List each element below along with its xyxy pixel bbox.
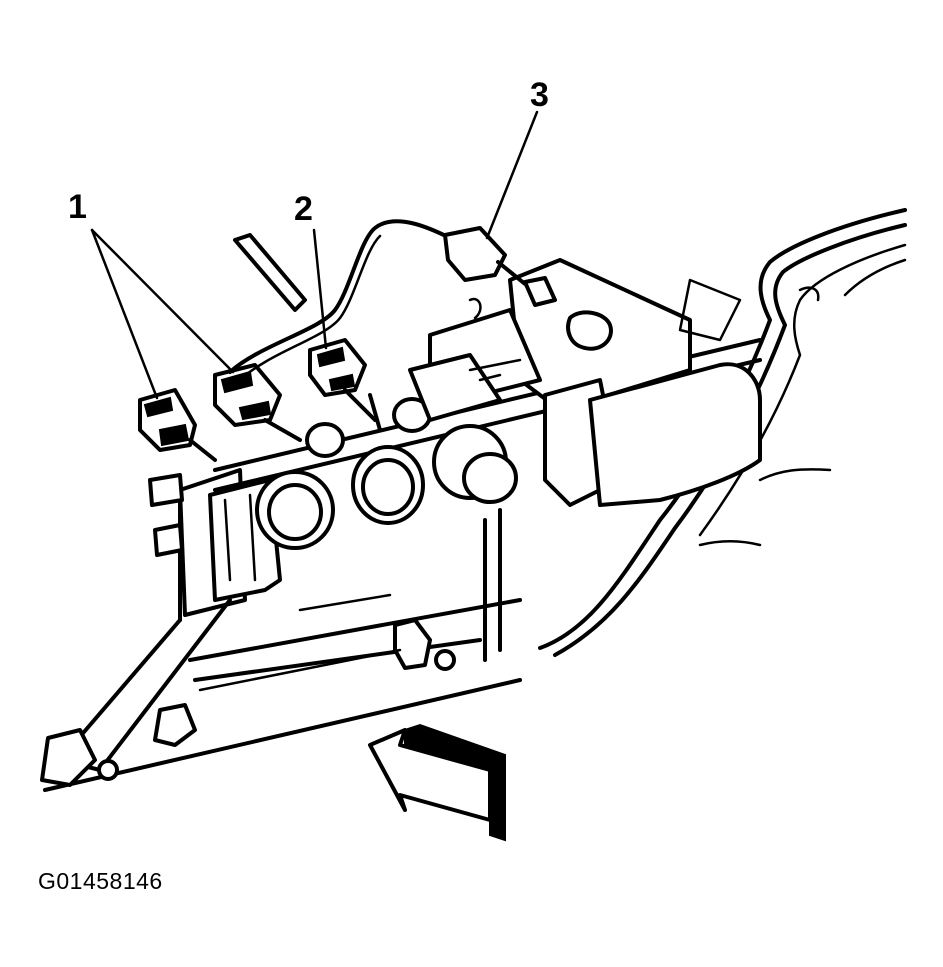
view-direction-arrow-icon: [368, 723, 506, 842]
control-knobs: [255, 397, 518, 550]
electrical-connectors: [138, 233, 382, 462]
instrument-panel-carrier: [40, 338, 762, 792]
callout-3: 3: [530, 76, 549, 114]
callout-2: 2: [294, 190, 313, 228]
cable-harness: [228, 219, 613, 382]
figure-id-label: G01458146: [38, 868, 163, 894]
callout-1: 1: [68, 188, 87, 226]
callout-leaders: [90, 110, 539, 400]
